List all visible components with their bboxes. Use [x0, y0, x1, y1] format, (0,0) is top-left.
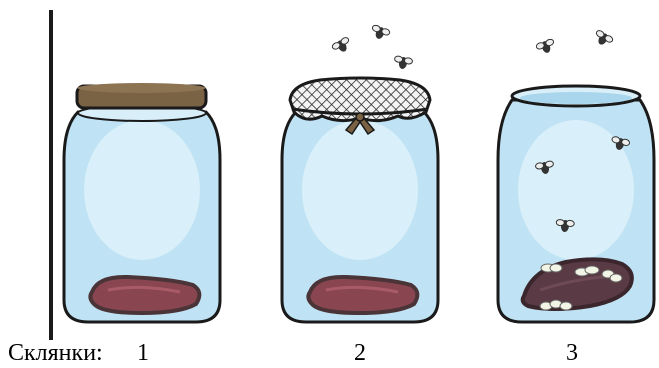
jar-1-number: 1: [137, 339, 149, 367]
left-divider: [49, 10, 53, 340]
jar-2: [282, 24, 438, 322]
fly-icon: [592, 29, 614, 48]
fly-icon: [393, 56, 413, 71]
jar-1: [64, 83, 220, 322]
jar-2-number: 2: [354, 339, 366, 367]
jar-2-meat: [308, 277, 417, 313]
jar-1-meat: [90, 277, 199, 313]
jar-1-lid-top: [78, 83, 206, 93]
fly-icon: [535, 38, 556, 55]
jar-2-highlight: [302, 120, 418, 260]
fly-icon: [331, 36, 353, 55]
jar-3: [498, 29, 654, 322]
jar-3-number: 3: [566, 339, 578, 367]
fly-icon: [369, 24, 390, 41]
jars-caption-label: Склянки:: [8, 339, 103, 367]
jar-1-highlight: [84, 120, 200, 260]
